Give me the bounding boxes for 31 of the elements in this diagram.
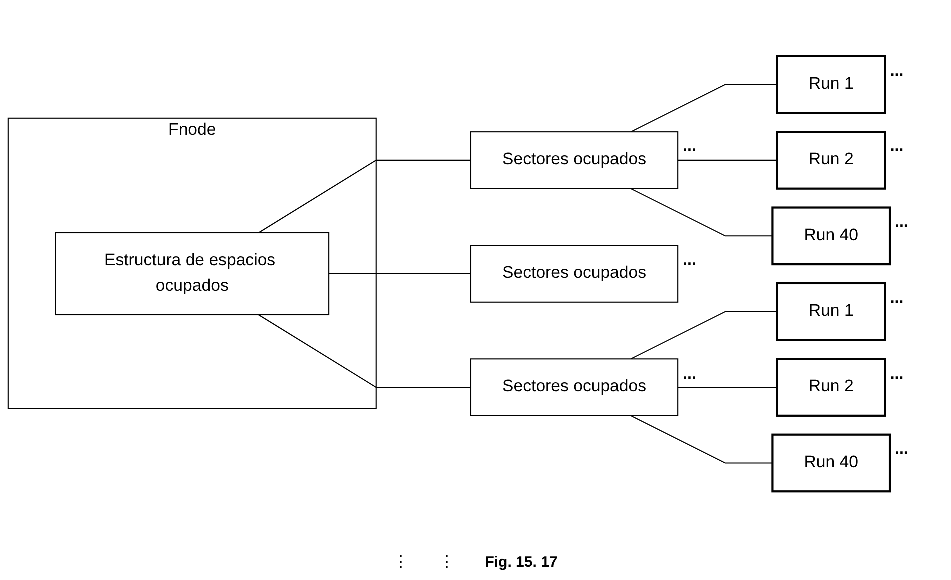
connector [678,387,778,388]
connector [630,188,773,237]
ellipsis-mark: ⋮ [439,553,456,572]
node-box: Run 2 [776,358,886,417]
ellipsis-mark: ... [895,214,908,232]
node-box: Sectores ocupados [470,245,679,303]
connector [258,314,471,388]
ellipsis-mark: ... [683,366,696,384]
node-box: Run 40 [772,206,892,266]
ellipsis-mark: ... [683,252,696,270]
node-box: Run 1 [776,55,886,114]
ellipsis-mark: ... [683,138,696,156]
ellipsis-mark: ... [890,138,904,156]
node-box: Run 2 [776,131,886,190]
node-box: Run 1 [776,282,886,342]
ellipsis-mark: ... [890,290,904,308]
connector [630,415,773,464]
ellipsis-mark: ... [890,62,904,81]
connector [678,160,778,161]
connector [329,273,471,275]
node-box: Run 40 [772,434,892,493]
ellipsis-mark: ... [895,441,908,460]
connector [258,160,471,234]
connector [630,311,778,360]
ellipsis-mark: ⋮ [393,553,410,572]
figure-caption: Fig. 15. 17 [485,554,558,570]
node-box: Sectores ocupados [470,358,679,416]
ellipsis-mark: ... [890,366,904,384]
node-box: Sectores ocupados [470,132,679,190]
node-box: Estructura de espacios ocupados [55,232,330,316]
connector [630,84,778,133]
